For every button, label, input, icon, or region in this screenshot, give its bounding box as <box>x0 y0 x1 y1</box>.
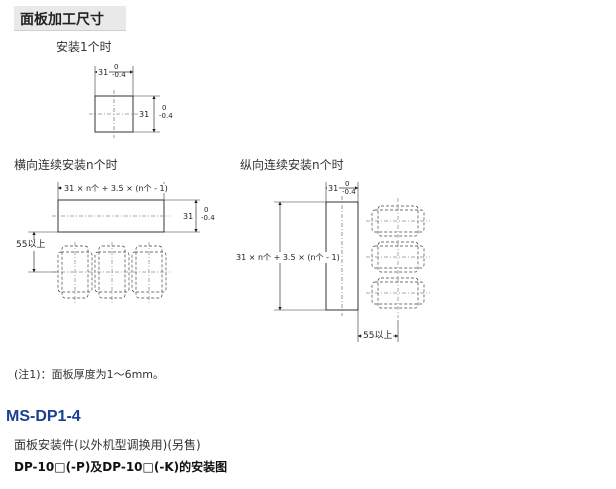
single-width-tol-lower: -0.4 <box>112 71 126 79</box>
vertical-gap-dim: 55以上 <box>362 331 394 341</box>
vertical-width-tol-upper: 0 <box>345 180 350 188</box>
single-width-tol-upper: 0 <box>114 63 119 71</box>
horizontal-height-tol-upper: 0 <box>204 206 209 214</box>
single-install-label: 安装1个时 <box>56 40 112 54</box>
horizontal-cutout-group <box>28 182 200 304</box>
horizontal-install-label: 横向连续安装n个时 <box>14 158 118 172</box>
horizontal-height-dim: 31 <box>182 212 195 221</box>
vertical-install-label: 纵向连续安装n个时 <box>240 158 344 172</box>
product-model: MS-DP1-4 <box>6 408 81 425</box>
vertical-width-tol-lower: -0.4 <box>342 188 356 196</box>
single-cutout-group <box>89 66 160 138</box>
product-description: 面板安装件(以外机型调换用)(另售) <box>14 438 201 452</box>
section-header: 面板加工尺寸 <box>14 6 126 31</box>
single-height-tol-lower: -0.4 <box>159 112 173 120</box>
section-title: 面板加工尺寸 <box>20 12 104 28</box>
horizontal-width-dim: 31 × n个 + 3.5 × (n个 - 1) <box>62 184 170 193</box>
single-height-tol-upper: 0 <box>162 104 167 112</box>
installation-diagram-title: DP-10□(-P)及DP-10□(-K)的安装图 <box>14 460 228 474</box>
single-height-dim: 31 <box>138 110 151 119</box>
vertical-height-dim: 31 × n个 + 3.5 × (n个 - 1) <box>236 252 340 263</box>
horizontal-height-tol-lower: -0.4 <box>201 214 215 222</box>
horizontal-gap-dim: 55以上 <box>16 240 46 251</box>
vertical-width-dim: 31 <box>327 184 340 193</box>
panel-thickness-note: (注1)：面板厚度为1～6mm。 <box>14 368 165 381</box>
single-width-dim: 31 <box>97 68 110 77</box>
